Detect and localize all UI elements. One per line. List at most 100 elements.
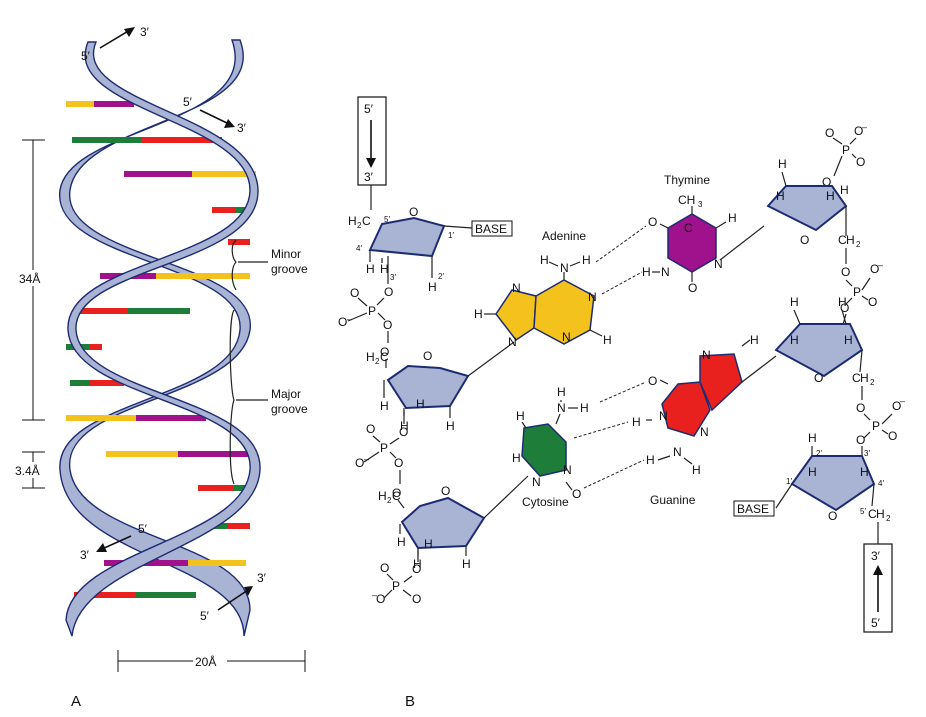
base-pair <box>66 101 134 107</box>
panel-b-label: B <box>405 693 415 710</box>
svg-text:2: 2 <box>886 514 891 523</box>
svg-text:N: N <box>714 257 723 271</box>
svg-text:H: H <box>580 401 589 415</box>
cytosine-label: Cytosine <box>522 495 569 509</box>
base-box <box>733 500 775 517</box>
svg-text:H: H <box>582 253 591 267</box>
svg-text:H: H <box>844 333 853 347</box>
minor-groove-label: Minor <box>271 247 301 261</box>
svg-text:4′: 4′ <box>878 479 884 488</box>
svg-text:P: P <box>380 441 388 455</box>
base-box <box>471 220 513 237</box>
guanine-label: Guanine <box>650 493 696 507</box>
svg-text:H: H <box>860 371 869 385</box>
svg-text:2: 2 <box>856 240 861 249</box>
panel-a-label: A <box>71 693 81 710</box>
helix-front-strand <box>65 41 261 637</box>
svg-text:2: 2 <box>387 496 392 505</box>
svg-text:5′: 5′ <box>364 102 374 116</box>
rise-measure: 3.4Å <box>14 451 50 489</box>
svg-text:C: C <box>868 507 877 521</box>
svg-text:H: H <box>728 211 737 225</box>
svg-text:CH: CH <box>678 193 695 207</box>
svg-text:1′: 1′ <box>786 477 792 486</box>
svg-text:BASE: BASE <box>737 502 769 516</box>
svg-text:H: H <box>778 157 787 171</box>
svg-text:O: O <box>409 205 418 219</box>
svg-text:3′: 3′ <box>364 170 374 184</box>
svg-text:O: O <box>648 215 657 229</box>
svg-text:O: O <box>355 456 364 470</box>
svg-text:H: H <box>632 415 641 429</box>
base-pair <box>124 171 256 177</box>
svg-text:O: O <box>822 175 831 189</box>
svg-text:O: O <box>399 425 408 439</box>
strand-end-label: 3′ <box>237 121 247 135</box>
sugar-ring <box>790 455 876 512</box>
pitch-measure: 34Å <box>17 139 49 421</box>
svg-text:O: O <box>380 561 389 575</box>
svg-text:N: N <box>563 463 572 477</box>
svg-text:H: H <box>424 537 433 551</box>
minor-groove-brace <box>231 239 237 291</box>
svg-text:O: O <box>412 592 421 606</box>
base-pair <box>70 380 124 386</box>
direction-arrow <box>99 29 131 49</box>
direction-arrow <box>101 535 132 550</box>
minor-groove-label: groove <box>271 262 308 276</box>
svg-text:N: N <box>673 445 682 459</box>
thymine-label: Thymine <box>664 173 710 187</box>
svg-text:O: O <box>412 562 421 576</box>
svg-text:N: N <box>661 265 670 279</box>
svg-text:P: P <box>368 304 376 318</box>
strand-end-label: 3′ <box>80 548 90 562</box>
svg-text:H: H <box>840 183 849 197</box>
cytosine-base: H H N N N H H O Cytosine <box>512 385 589 509</box>
sugar-ring <box>400 496 486 550</box>
svg-text:–: – <box>347 314 352 324</box>
svg-text:P: P <box>842 143 850 157</box>
adenine-label: Adenine <box>542 229 586 243</box>
arrow-head-icon <box>224 119 235 128</box>
base-pair <box>212 207 250 213</box>
arrow-head-icon <box>96 543 107 552</box>
base-pair <box>74 592 196 598</box>
sugar-ring <box>386 364 470 410</box>
svg-text:O: O <box>423 349 432 363</box>
svg-text:–: – <box>372 590 377 600</box>
svg-text:O: O <box>840 301 849 315</box>
svg-text:3′: 3′ <box>390 273 396 282</box>
svg-text:–: – <box>900 396 905 406</box>
svg-text:O: O <box>856 433 865 447</box>
svg-text:H: H <box>808 465 817 479</box>
svg-text:C: C <box>852 371 861 385</box>
svg-text:H: H <box>413 557 422 571</box>
chemical-structure-panel: 5′ 3′ 3′ 5′ H 2 C 5′ O 4′ 1′ 3′ 2′ H H H… <box>338 96 905 710</box>
svg-text:O: O <box>688 281 697 295</box>
svg-text:H: H <box>603 333 612 347</box>
svg-text:O: O <box>870 262 879 276</box>
svg-text:2: 2 <box>870 378 875 387</box>
svg-text:N: N <box>508 335 517 349</box>
svg-text:H: H <box>557 385 566 399</box>
rise-label: 3.4Å <box>15 463 40 478</box>
svg-text:3: 3 <box>698 200 703 209</box>
svg-text:H: H <box>790 333 799 347</box>
svg-text:H: H <box>366 350 375 364</box>
svg-text:–: – <box>878 260 883 270</box>
right-strand-direction-box: 3′ 5′ <box>863 543 893 633</box>
base-pair <box>66 415 206 421</box>
svg-text:–: – <box>364 454 369 464</box>
svg-text:1′: 1′ <box>448 231 454 240</box>
svg-text:5′: 5′ <box>860 507 866 516</box>
svg-text:O: O <box>376 592 385 606</box>
svg-text:H: H <box>838 295 847 309</box>
svg-text:4′: 4′ <box>356 244 362 253</box>
svg-text:H: H <box>790 295 799 309</box>
direction-arrow <box>199 109 230 125</box>
svg-text:H: H <box>516 409 525 423</box>
base-pair <box>106 451 254 457</box>
svg-text:H: H <box>540 253 549 267</box>
svg-text:H: H <box>428 280 437 294</box>
svg-text:O: O <box>648 374 657 388</box>
